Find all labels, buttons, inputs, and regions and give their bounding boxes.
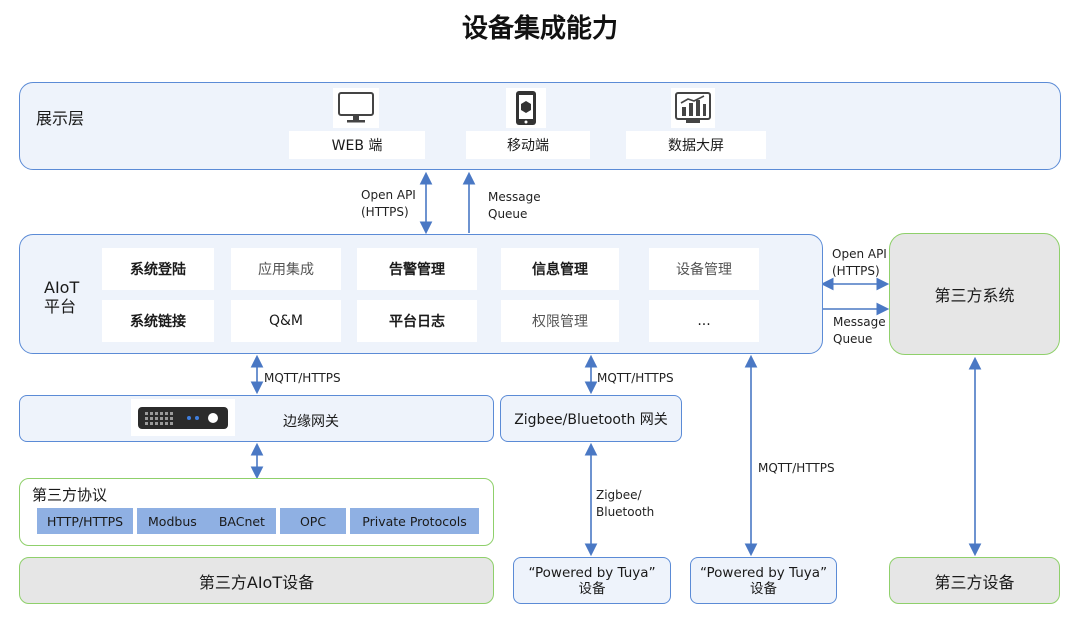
zigbee-bt-label: Zigbee/Bluetooth [596,488,655,519]
mobile-client-box: 移动端 [466,131,590,159]
dashboard-icon [671,88,715,128]
monitor-icon [333,88,379,128]
page-title: 设备集成能力 [461,14,618,44]
module-login: 系统登陆 [102,248,214,290]
mqtt-edge-label: MQTT/HTTPS [264,371,341,385]
big-screen-box: 数据大屏 [626,131,766,159]
module-app-integration: 应用集成 [231,248,341,290]
openapi-top-label: Open API(HTTPS) [361,188,416,219]
display-layer-label: 展示层 [36,109,85,128]
protocol-bacnet: BACnet [218,513,265,529]
module-device-mgmt: 设备管理 [649,248,759,290]
module-link: 系统链接 [102,300,214,342]
tuya-device-box-2: “Powered by Tuya”设备 [690,557,837,604]
mqtt-tuya-label: MQTT/HTTPS [758,461,835,475]
web-client-box: WEB 端 [289,131,425,159]
protocol-modbus: Modbus [148,513,197,529]
third-party-system-box: 第三方系统 [889,233,1060,355]
protocol-private: Private Protocols [350,508,479,534]
protocol-http: HTTP/HTTPS [37,508,133,534]
module-platform-log: 平台日志 [357,300,477,342]
third-party-device-box: 第三方设备 [889,557,1060,604]
openapi-right-label: Open API(HTTPS) [832,247,887,278]
tuya-device-box-1: “Powered by Tuya”设备 [513,557,671,604]
module-info: 信息管理 [501,248,619,290]
protocol-opc: OPC [280,508,346,534]
third-party-aiot-device-box: 第三方AIoT设备 [19,557,494,604]
edge-gateway-label: 边缘网关 [283,414,339,430]
zigbee-gateway-box: Zigbee/Bluetooth 网关 [500,395,682,442]
edge-gateway-panel: 边缘网关 [19,395,494,442]
server-icon [131,399,235,436]
protocol-modbus-bacnet: Modbus BACnet [137,508,276,534]
module-alarm: 告警管理 [357,248,477,290]
module-permission: 权限管理 [501,300,619,342]
mobile-icon [506,88,546,128]
protocol-panel-label: 第三方协议 [32,486,108,504]
module-more: ... [649,300,759,342]
module-qm: Q&M [231,300,341,342]
mqtt-zigbee-label: MQTT/HTTPS [597,371,674,385]
